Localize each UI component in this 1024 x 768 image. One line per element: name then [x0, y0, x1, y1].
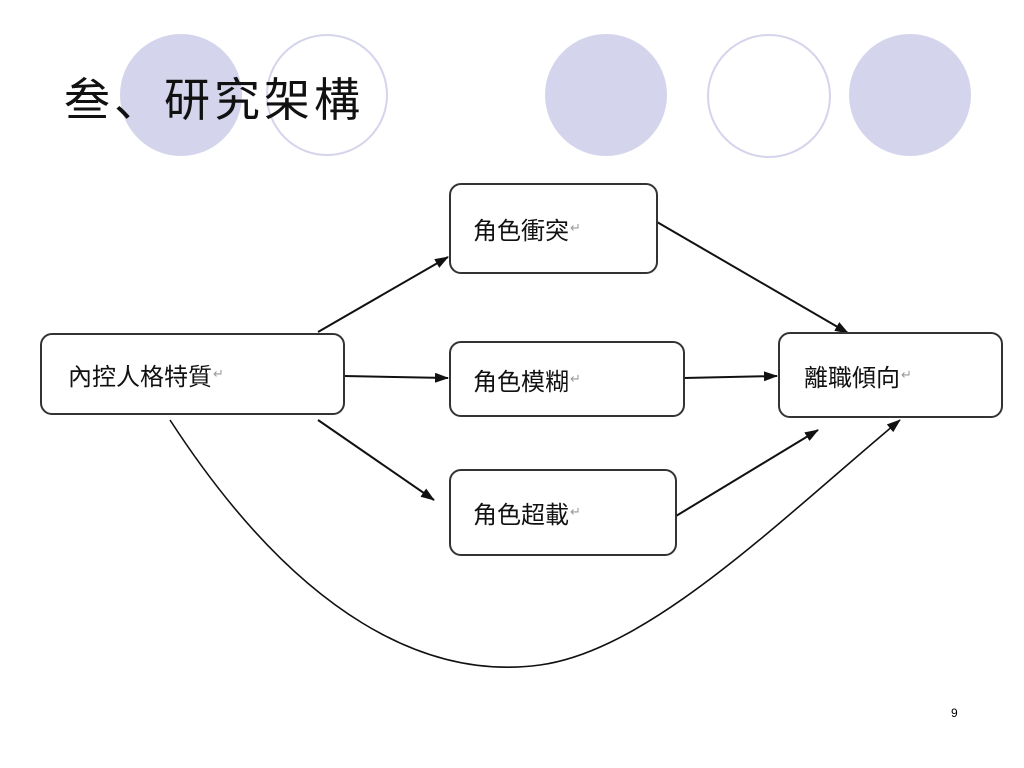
paragraph-mark: ↵: [213, 366, 224, 382]
node-role-ambiguity: 角色模糊↵: [449, 341, 685, 417]
arrow-internal-to-ambiguity: [343, 372, 449, 383]
node-label: 內控人格特質: [68, 362, 212, 391]
page-number: 9: [951, 706, 958, 720]
arrow-ambiguity-to-turnover: [683, 371, 778, 382]
slide-title: 叁、研究架構: [64, 73, 364, 127]
node-role-overload: 角色超載↵: [449, 469, 677, 556]
node-label: 角色衝突: [473, 217, 569, 245]
node-label: 角色模糊: [473, 367, 569, 396]
node-label: 角色超載: [473, 501, 569, 529]
arrow-overload-to-turnover: [675, 429, 819, 517]
decorative-circle: [545, 34, 667, 156]
decorative-circle-outline: [707, 34, 831, 158]
paragraph-mark: ↵: [901, 367, 912, 383]
arrow-internal-to-conflict: [317, 256, 449, 333]
decorative-circle: [120, 34, 242, 156]
paragraph-mark: ↵: [570, 221, 581, 236]
decorative-circle: [849, 34, 971, 156]
decorative-circle-outline: [266, 34, 388, 156]
arrow-internal-to-turnover-curve: [169, 419, 901, 668]
arrow-conflict-to-turnover: [656, 221, 849, 334]
node-label: 離職傾向: [804, 363, 900, 392]
node-role-conflict: 角色衝突↵: [449, 183, 658, 274]
node-turnover-intention: 離職傾向↵: [778, 332, 1003, 418]
arrow-internal-to-overload: [317, 419, 435, 501]
paragraph-mark: ↵: [570, 371, 581, 387]
node-internal-locus-personality: 內控人格特質↵: [40, 333, 345, 415]
paragraph-mark: ↵: [570, 505, 581, 520]
